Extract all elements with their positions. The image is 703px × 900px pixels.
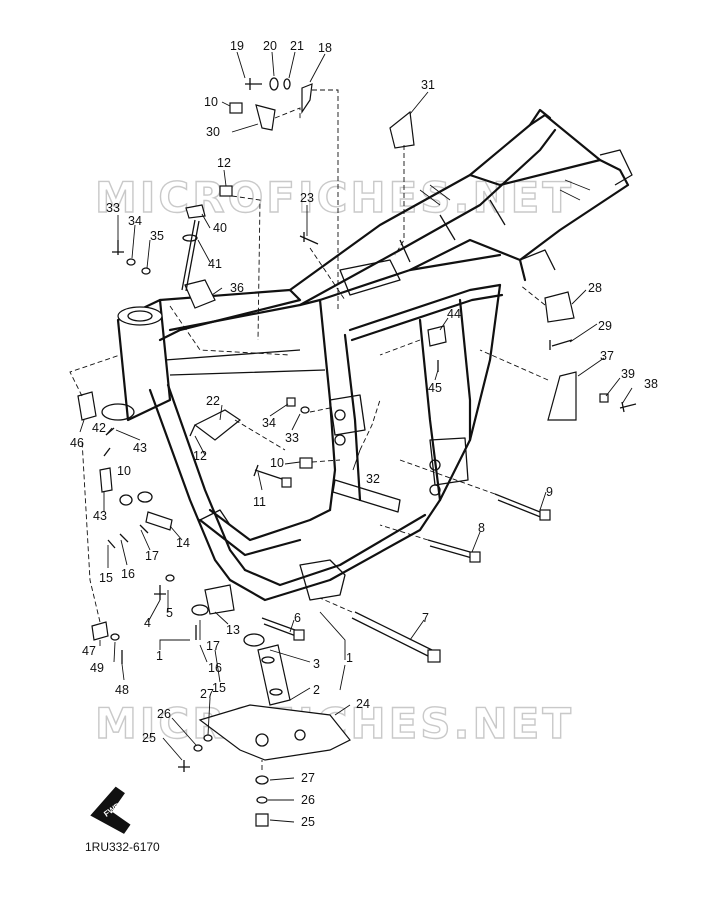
callout-9: 9 [546,485,553,499]
callout-1b: 1 [156,649,163,663]
callout-34: 34 [128,214,142,228]
callout-34b: 34 [262,416,276,430]
callout-14: 14 [176,536,190,550]
callout-18: 18 [318,41,332,55]
callout-10c: 10 [117,464,131,478]
callout-28: 28 [588,281,602,295]
callout-19: 19 [230,39,244,53]
watermark-top: MICROFICHES.NET [95,173,574,222]
callout-12b: 12 [193,449,207,463]
callout-4: 4 [144,616,151,630]
callout-10b: 10 [270,456,284,470]
callout-45: 45 [428,381,442,395]
callout-33b: 33 [285,431,299,445]
callout-40: 40 [213,221,227,235]
forward-arrow-icon: FWD [90,786,131,834]
callout-35: 35 [150,229,164,243]
callout-41: 41 [208,257,222,271]
callout-30: 30 [206,125,220,139]
callout-21: 21 [290,39,304,53]
callout-5: 5 [166,606,173,620]
callout-8: 8 [478,521,485,535]
callout-17b: 17 [206,639,220,653]
callout-47: 47 [82,644,96,658]
callout-6: 6 [294,611,301,625]
callout-16: 16 [121,567,135,581]
callout-13: 13 [226,623,240,637]
callout-26b: 26 [301,793,315,807]
callout-25b: 25 [301,815,315,829]
callout-10: 10 [204,95,218,109]
callout-labels: 19 20 21 18 10 30 31 12 23 33 34 35 40 4… [70,39,658,829]
callout-27: 27 [200,687,214,701]
callout-2: 2 [313,683,320,697]
callout-39: 39 [621,367,635,381]
callout-15: 15 [99,571,113,585]
callout-32: 32 [366,472,380,486]
callout-17: 17 [145,549,159,563]
callout-49: 49 [90,661,104,675]
callout-16b: 16 [208,661,222,675]
callout-37: 37 [600,349,614,363]
callout-31: 31 [421,78,435,92]
callout-29: 29 [598,319,612,333]
callout-15b: 15 [212,681,226,695]
callout-43b: 43 [93,509,107,523]
callout-1: 1 [346,651,353,665]
callout-12: 12 [217,156,231,170]
callout-33: 33 [106,201,120,215]
callout-27b: 27 [301,771,315,785]
callout-11: 11 [253,495,266,509]
callout-48: 48 [115,683,129,697]
main-frame [101,108,633,602]
callout-43: 43 [133,441,147,455]
callout-25: 25 [142,731,156,745]
callout-20: 20 [263,39,277,53]
callout-46: 46 [70,436,84,450]
callout-24: 24 [356,697,370,711]
callout-7: 7 [422,611,429,625]
callout-26: 26 [157,707,171,721]
callout-44: 44 [447,307,461,321]
drawing-code: 1RU332-6170 [85,840,160,854]
callout-3: 3 [313,657,320,671]
callout-23: 23 [300,191,314,205]
leader-lines [69,51,633,823]
callout-42: 42 [92,421,106,435]
small-parts [77,77,637,827]
callout-36: 36 [230,281,244,295]
callout-38: 38 [644,377,658,391]
callout-22: 22 [206,394,220,408]
